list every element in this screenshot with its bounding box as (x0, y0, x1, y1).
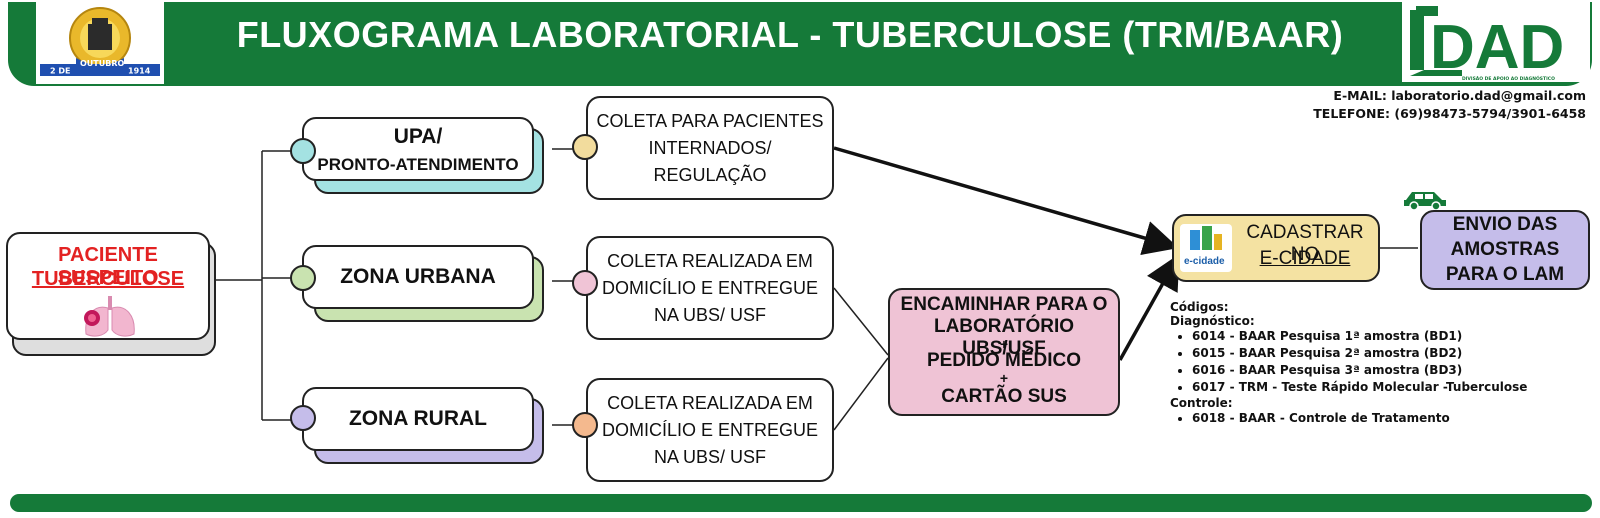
encaminhar-line3: PEDIDO MÉDICO (926, 350, 1082, 371)
encaminhar-line4: CARTÃO SUS (941, 386, 1067, 407)
dad-microscope-icon: DAD DIVISÃO DE APOIO AO DIAGNÓSTICO (1410, 6, 1564, 82)
envio-line1: ENVIO DAS (1452, 214, 1558, 235)
codes-ctrl-title: Controle: (1170, 396, 1233, 410)
list-item: 6014 - BAAR Pesquisa 1ª amostra (BD1) (1192, 328, 1590, 345)
coleta-urbana-box: COLETA REALIZADA EM DOMICÍLIO E ENTREGUE… (586, 236, 834, 340)
city-emblem-logo: 2 DE OUTUBRO 1914 (36, 0, 164, 84)
emblem-month: OUTUBRO (80, 59, 125, 68)
coleta-rural-line2: DOMICÍLIO E ENTREGUE (601, 420, 819, 440)
dad-logo: DAD DIVISÃO DE APOIO AO DIAGNÓSTICO (1402, 2, 1590, 82)
encaminhar-plus1: + (999, 336, 1009, 352)
list-item: 6016 - BAAR Pesquisa 3ª amostra (BD3) (1192, 362, 1590, 379)
arrow-upa-to-cadastrar (833, 146, 1179, 256)
dad-logo-subtitle: DIVISÃO DE APOIO AO DIAGNÓSTICO (1462, 75, 1555, 82)
e-cidade-logo-text: e-cidade (1184, 256, 1225, 267)
e-cidade-logo: e-cidade (1180, 224, 1232, 272)
encaminhar-line1: ENCAMINHAR PARA O (900, 294, 1108, 315)
rural-dot (290, 405, 316, 431)
envio-box: ENVIO DAS AMOSTRAS PARA O LAM (1420, 210, 1590, 290)
coleta-upa-line3: REGULAÇÃO (653, 165, 767, 185)
coleta-upa-line1: COLETA PARA PACIENTES (596, 111, 824, 131)
upa-label-line2: PRONTO-ATENDIMENTO (317, 155, 519, 174)
envio-line3: PARA O LAM (1445, 264, 1565, 285)
coleta-urbana-line2: DOMICÍLIO E ENTREGUE (601, 278, 819, 298)
coleta-rural-line3: NA UBS/ USF (653, 447, 767, 467)
coleta-upa-dot (572, 134, 598, 160)
coleta-upa-line2: INTERNADOS/ (648, 138, 772, 158)
arrow-encaminhar-to-cadastrar (1118, 253, 1180, 361)
e-cidade-icon: e-cidade (1184, 226, 1225, 267)
zona-rural-box: ZONA RURAL (302, 387, 534, 451)
page-title: FLUXOGRAMA LABORATORIAL - TUBERCULOSE (T… (236, 14, 1344, 55)
list-item: 6015 - BAAR Pesquisa 2ª amostra (BD2) (1192, 345, 1590, 362)
lungs-icon (84, 296, 135, 337)
patient-branch-lines (214, 150, 304, 421)
cadastrar-line1: CADASTRAR NO (1246, 222, 1364, 265)
footer-bar (10, 494, 1592, 512)
encaminhar-plus2: + (999, 370, 1009, 386)
coleta-rural-box: COLETA REALIZADA EM DOMICÍLIO E ENTREGUE… (586, 378, 834, 482)
codes-diag-title: Diagnóstico: (1170, 314, 1255, 328)
contact-phone: TELEFONE: (69)98473-5794/3901-6458 (1313, 106, 1586, 121)
codes-section: Códigos: Diagnóstico: 6014 - BAAR Pesqui… (1170, 300, 1590, 427)
emblem-day: 2 DE (50, 67, 70, 76)
coleta-urbana-dot (572, 270, 598, 296)
upa-label-line1: UPA/ (393, 125, 443, 148)
zona-urbana-box: ZONA URBANA (302, 245, 534, 309)
envio-line2: AMOSTRAS (1450, 239, 1560, 260)
upa-dot (290, 138, 316, 164)
patient-label-line2: TUBERCULOSE (31, 268, 185, 290)
cadastrar-line2[interactable]: E-CIDADE (1259, 248, 1351, 269)
encaminhar-line2: LABORATÓRIO UBS/USF (933, 316, 1075, 359)
codes-ctrl-list: 6018 - BAAR - Controle de Tratamento (1170, 410, 1590, 427)
coleta-urbana-line3: NA UBS/ USF (653, 305, 767, 325)
emblem-year: 1914 (128, 67, 151, 76)
header-bar (8, 2, 1592, 86)
patient-label-line1: PACIENTE SUSPEITO (57, 244, 159, 289)
patient-box: PACIENTE SUSPEITO TUBERCULOSE (6, 232, 210, 340)
car-icon (1404, 192, 1446, 210)
dad-logo-text: DAD (1430, 13, 1564, 82)
list-item: 6018 - BAAR - Controle de Tratamento (1192, 410, 1590, 427)
coleta-rural-line1: COLETA REALIZADA EM (607, 393, 813, 413)
list-item: 6017 - TRM - Teste Rápido Molecular -Tub… (1192, 379, 1590, 396)
coleta-upa-box: COLETA PARA PACIENTES INTERNADOS/ REGULA… (586, 96, 834, 200)
encaminhar-box: ENCAMINHAR PARA O LABORATÓRIO UBS/USF + … (888, 288, 1120, 416)
city-emblem-icon: 2 DE OUTUBRO 1914 (40, 7, 160, 76)
codes-diag-list: 6014 - BAAR Pesquisa 1ª amostra (BD1) 60… (1170, 328, 1590, 396)
coleta-encaminhar-lines (833, 287, 889, 431)
coleta-rural-dot (572, 412, 598, 438)
codes-title: Códigos: (1170, 300, 1229, 314)
contact-email: E-MAIL: laboratorio.dad@gmail.com (1333, 88, 1586, 103)
cadastrar-box: e-cidade CADASTRAR NO E-CIDADE (1172, 214, 1380, 282)
coleta-urbana-line1: COLETA REALIZADA EM (607, 251, 813, 271)
urbana-dot (290, 265, 316, 291)
upa-box: UPA/ PRONTO-ATENDIMENTO (302, 117, 534, 181)
